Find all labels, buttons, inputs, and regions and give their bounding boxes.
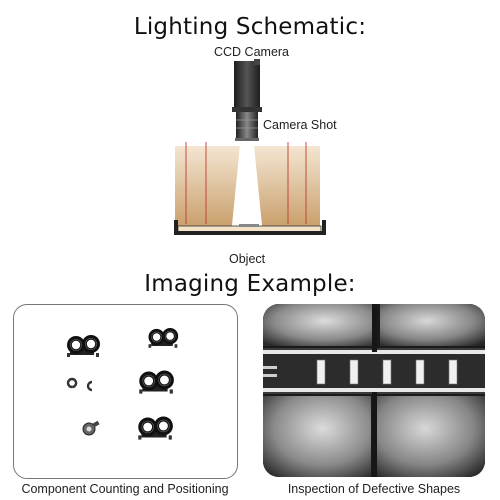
schematic-title: Lighting Schematic: — [133, 14, 367, 40]
component-pair-icon — [139, 371, 174, 394]
object-stage-icon — [174, 220, 326, 235]
component-pair-icon — [149, 328, 179, 348]
left-image-caption: Component Counting and Positioning — [21, 482, 229, 496]
right-image-caption: Inspection of Defective Shapes — [287, 482, 461, 496]
metal-strip-icon — [263, 348, 485, 394]
defective-shapes-image — [263, 304, 485, 477]
component-pair-icon — [138, 417, 173, 440]
screw-part-icon — [82, 420, 100, 436]
component-counting-image — [13, 304, 238, 479]
camera-lens-icon — [235, 112, 259, 141]
imaging-title: Imaging Example: — [144, 271, 356, 297]
ccd-camera-icon — [232, 59, 262, 112]
object-label: Object — [229, 252, 266, 266]
ccd-camera-label: CCD Camera — [214, 45, 290, 59]
camera-shot-label: Camera Shot — [263, 118, 337, 132]
light-source-icon — [175, 142, 320, 226]
component-pair-icon — [67, 335, 100, 357]
lighting-schematic-diagram — [174, 59, 326, 235]
small-clip-icon — [66, 377, 93, 392]
